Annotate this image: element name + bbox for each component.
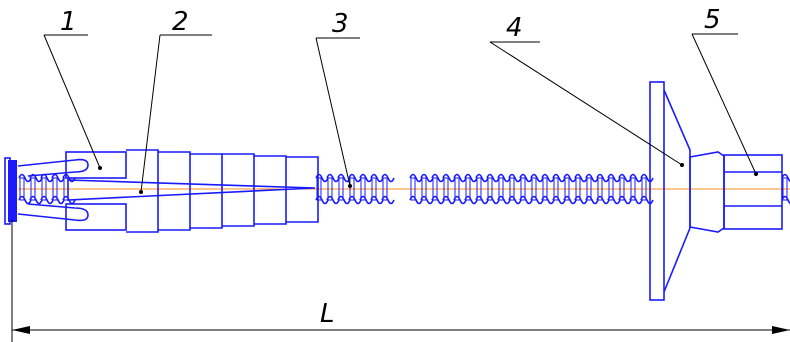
bearing-plate — [649, 81, 691, 301]
hex-nut — [689, 151, 783, 233]
threaded-rod-main — [409, 173, 654, 205]
length-dimension: L — [11, 220, 790, 342]
callout-1: 1 — [43, 7, 102, 170]
callout-4: 4 — [489, 13, 684, 167]
callout-2-label: 2 — [172, 7, 189, 37]
callout-4-label: 4 — [506, 13, 523, 43]
left-end-cap — [4, 157, 17, 225]
callout-1-label: 1 — [60, 7, 77, 37]
length-dimension-label: L — [320, 299, 335, 329]
threaded-rod-middle — [315, 173, 395, 205]
expansion-sleeve — [126, 149, 319, 233]
callout-5: 5 — [691, 5, 758, 176]
wedge-cone — [67, 179, 316, 201]
expansion-shell-clips — [17, 151, 127, 231]
callout-3: 3 — [315, 9, 360, 188]
callout-5-label: 5 — [704, 5, 721, 35]
threaded-rod-right — [781, 173, 790, 204]
callout-2: 2 — [139, 7, 212, 194]
callout-3-label: 3 — [332, 9, 349, 39]
